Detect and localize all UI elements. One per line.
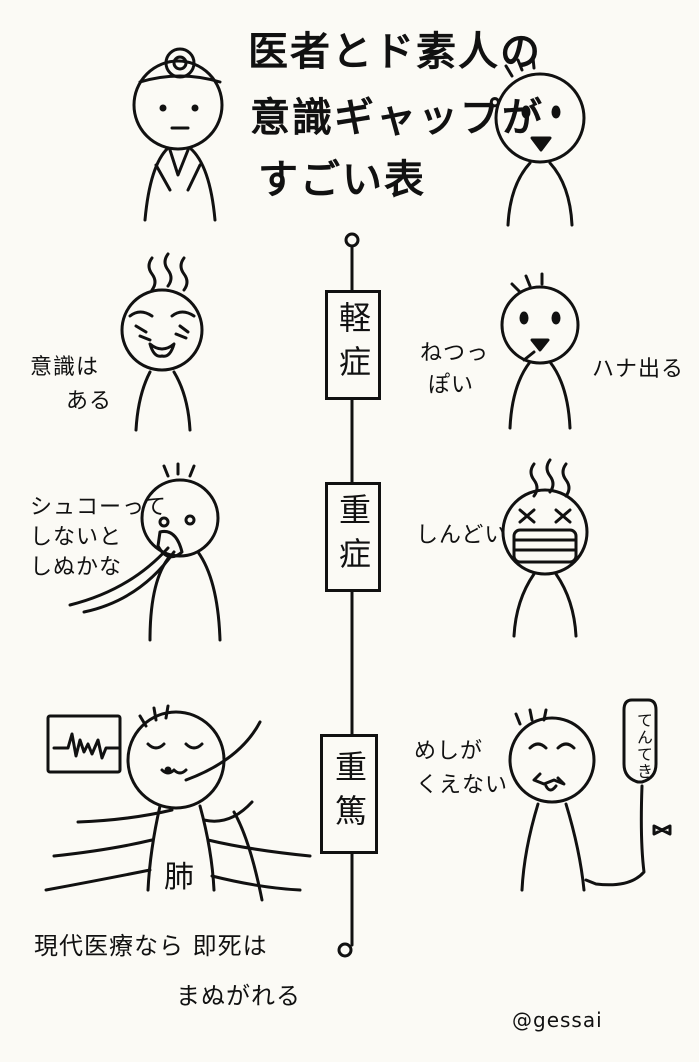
layperson-mild-caption-3: ハナ出る <box>592 357 685 382</box>
layperson-severe-caption: しんどい <box>416 523 508 548</box>
layperson-mild-caption-1: ねつっ <box>420 341 490 366</box>
heart-monitor <box>46 714 122 774</box>
iv-drip <box>584 698 672 887</box>
title-line-3: すごい表 <box>258 157 426 203</box>
author-handle: @gessai <box>512 1008 603 1032</box>
layperson-critical-caption-2: くえない <box>416 773 509 798</box>
severity-label-severe: 重症 <box>325 482 381 592</box>
iv-bag-label: てんてき <box>634 712 653 780</box>
doctor-critical-caption-2: まぬがれる <box>176 982 301 1010</box>
title-line-1: 医者とド素人の <box>248 29 542 75</box>
doctor-mild-caption-1: 意識は <box>30 355 100 380</box>
layperson-mild-caption-2: ぽい <box>428 373 475 398</box>
doctor-critical-patient <box>44 704 312 902</box>
layperson-mild-patient <box>500 272 580 430</box>
layperson-critical-patient <box>508 708 596 892</box>
severity-label-mild: 軽症 <box>325 290 381 400</box>
doctor-severe-caption-3: しぬかな <box>30 555 123 580</box>
doctor-severe-patient <box>68 462 222 642</box>
doctor-severe-caption-1: シュコーって <box>30 495 167 520</box>
title-line-2: 意識ギャップが <box>250 95 544 141</box>
doctor-mild-patient <box>120 252 204 432</box>
severity-label-critical: 重篤 <box>320 734 378 854</box>
layperson-critical-caption-1: めしが <box>414 739 484 764</box>
layperson-severe-patient <box>501 458 589 638</box>
doctor-figure <box>132 47 224 222</box>
doctor-severe-caption-2: しないと <box>30 525 123 550</box>
chest-symbol: 肺 <box>164 860 195 895</box>
doctor-mild-caption-2: ある <box>66 389 113 414</box>
doctor-critical-caption-1: 現代医療なら 即死は <box>34 932 268 960</box>
layperson-figure <box>494 56 586 227</box>
